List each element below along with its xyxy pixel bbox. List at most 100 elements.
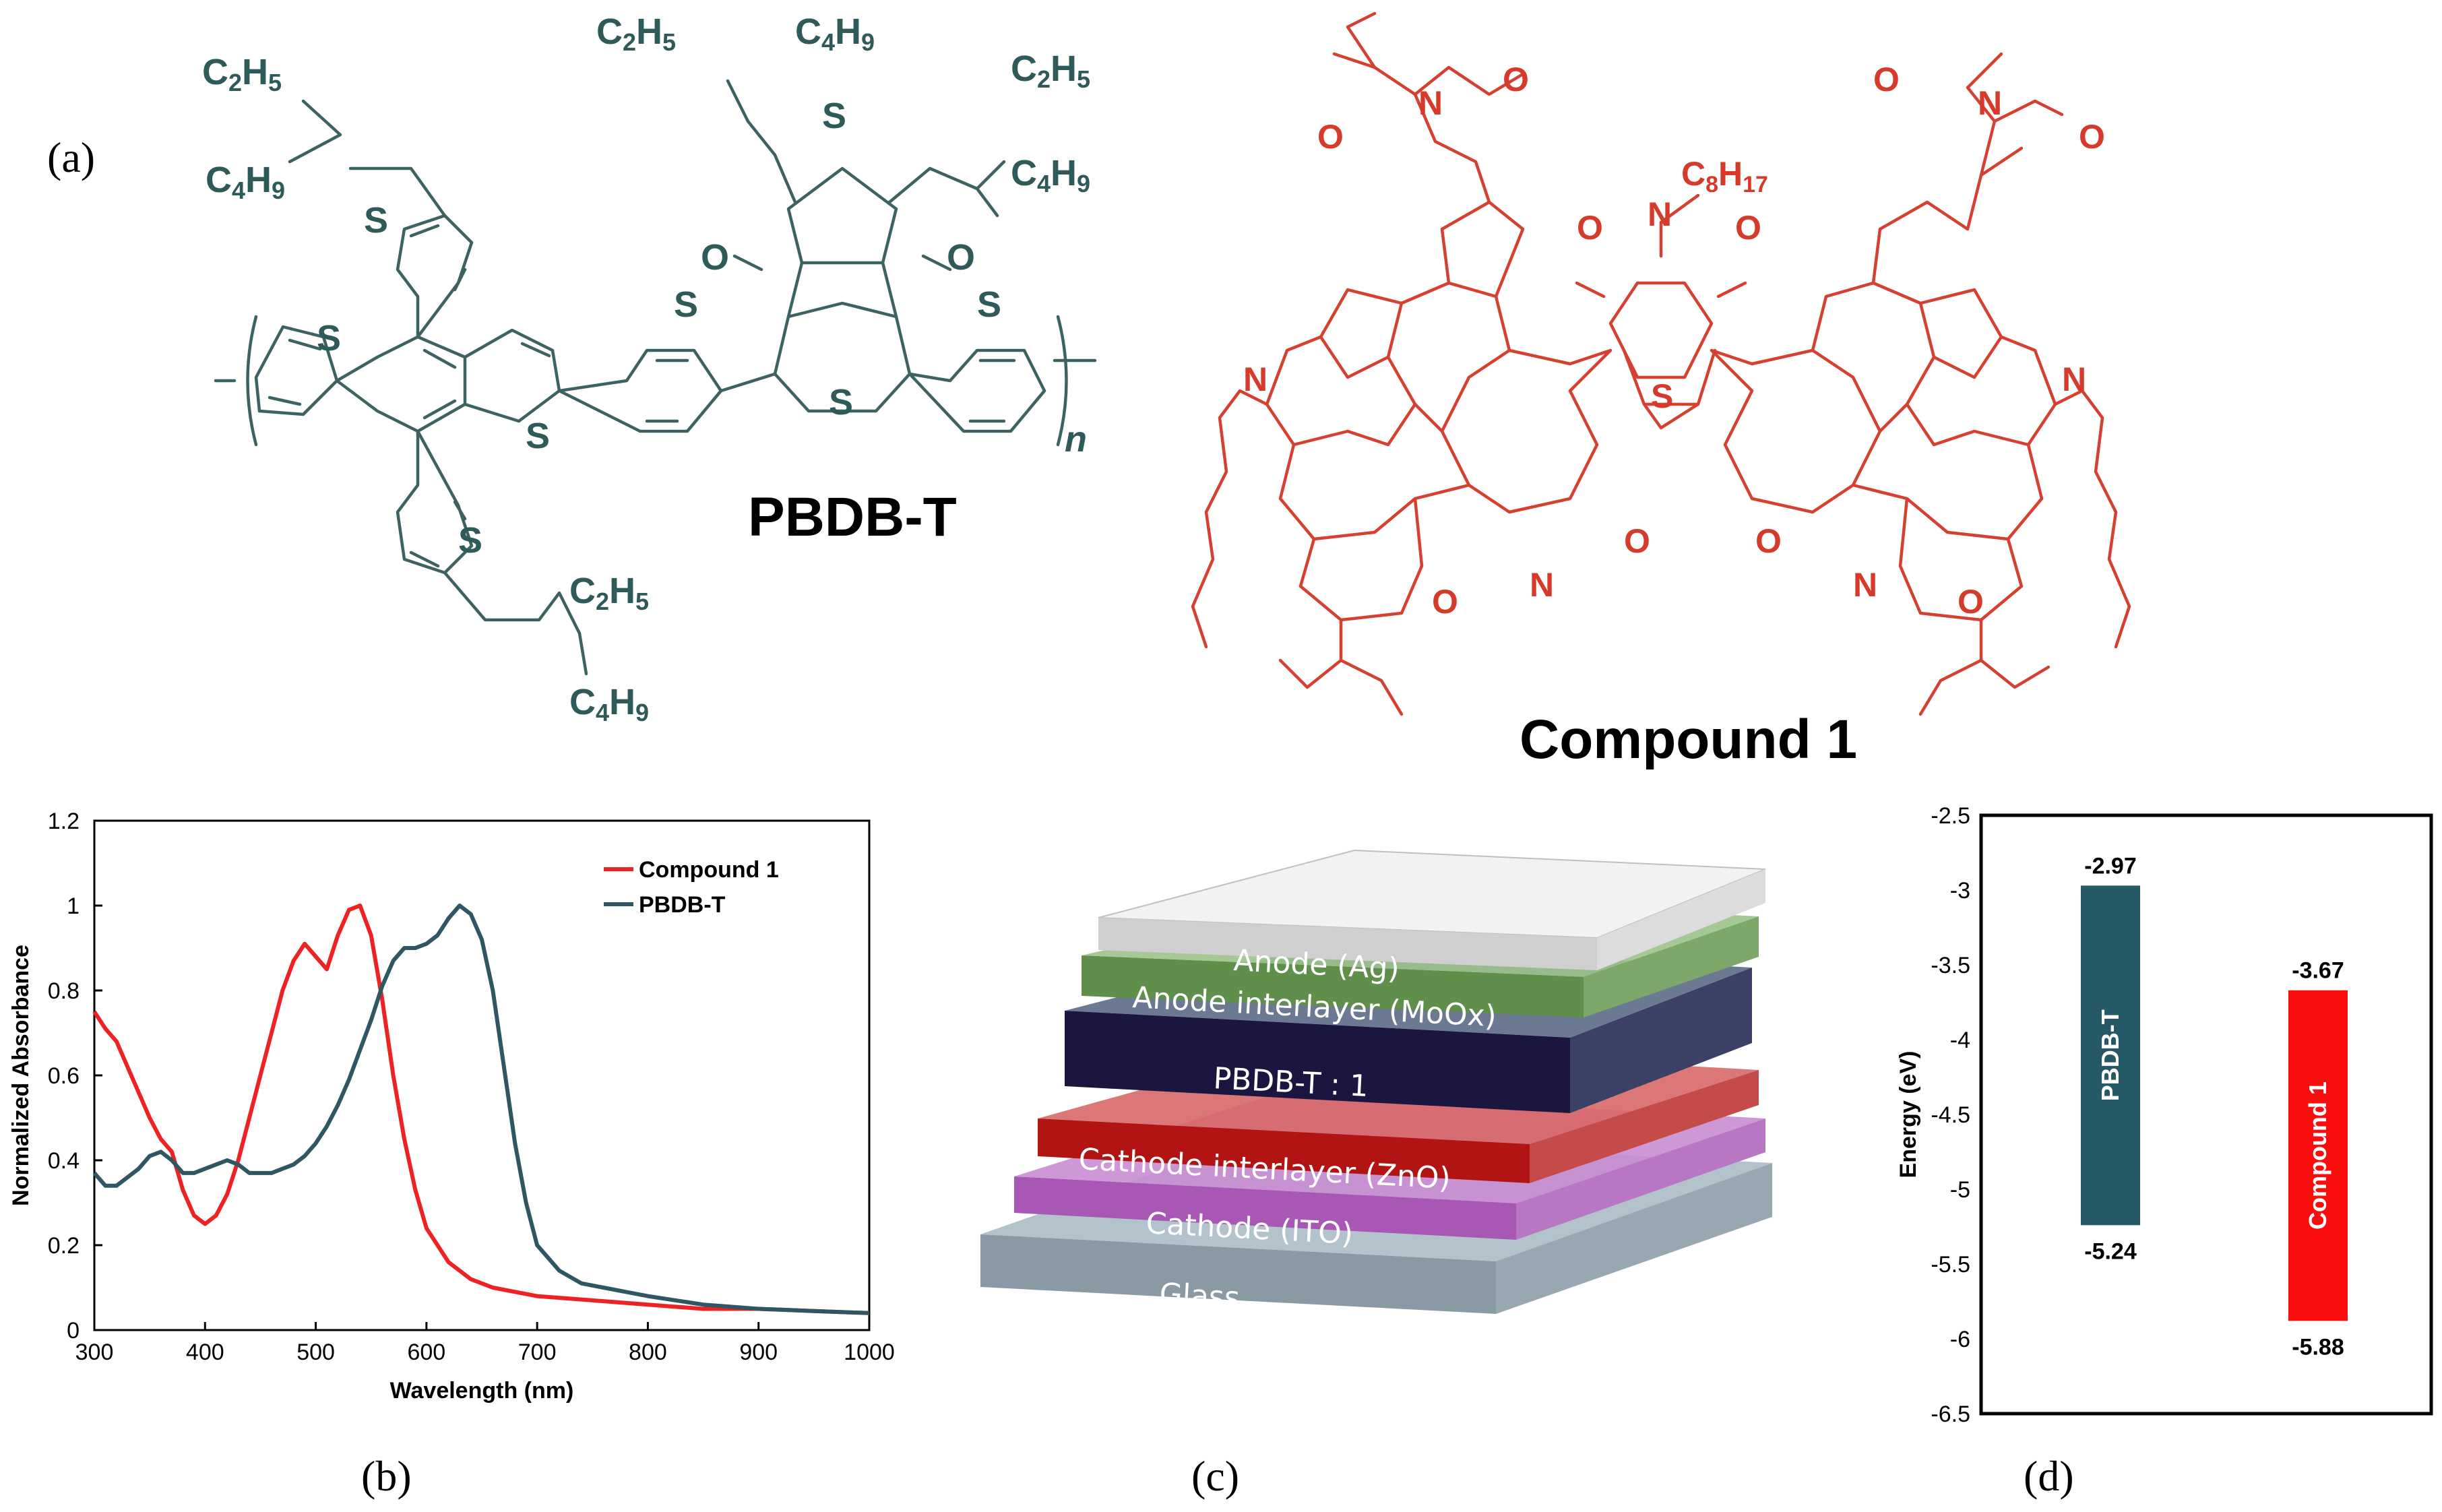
absorbance-y-tick-label: 0.8: [48, 978, 80, 1004]
energy-bar-top-label: -3.67: [2292, 958, 2344, 984]
compound-1-name: Compound 1: [1520, 709, 1857, 770]
absorbance-x-tick-label: 800: [629, 1340, 667, 1365]
absorbance-y-tick-label: 0.4: [48, 1148, 80, 1174]
compound-c8h17: C8H17: [1681, 155, 1768, 197]
energy-y-tick-label: -4: [1950, 1028, 1970, 1053]
panel-label-d: (d): [2024, 1452, 2074, 1500]
svg-text:S: S: [526, 416, 550, 456]
pbdb-c4h9-4: C4H9: [569, 682, 649, 726]
panel-label-c: (c): [1191, 1452, 1239, 1500]
absorbance-y-tick-label: 0: [67, 1318, 80, 1344]
absorbance-series-line: [92, 904, 870, 1315]
svg-text:S: S: [822, 96, 846, 136]
pbdb-t-name: PBDB-T: [748, 486, 957, 548]
layer-label-glass: Glass: [1158, 1277, 1241, 1315]
svg-text:O: O: [1432, 583, 1458, 621]
svg-text:O: O: [701, 237, 729, 278]
svg-text:S: S: [829, 382, 853, 422]
absorbance-plot-frame: [93, 819, 871, 1331]
absorbance-x-tick-label: 300: [75, 1340, 114, 1365]
svg-text:O: O: [1317, 118, 1344, 156]
ito-side: [1516, 1119, 1765, 1240]
svg-text:S: S: [317, 318, 341, 358]
svg-text:N: N: [1853, 566, 1877, 604]
energy-y-tick-label: -5: [1950, 1177, 1970, 1203]
absorbance-y-tick-label: 0.2: [48, 1233, 80, 1259]
absorbance-y-label: Normalized Absorbance: [8, 945, 34, 1206]
absorbance-x-tick-label: 600: [407, 1340, 445, 1365]
energy-y-tick-label: -2.5: [1931, 803, 1970, 829]
absorbance-x-tick-label: 400: [186, 1340, 224, 1365]
svg-text:S: S: [364, 200, 388, 241]
energy-bar-bottom-label: -5.24: [2084, 1238, 2137, 1264]
ito-front: [1014, 1176, 1516, 1240]
zno-side: [1530, 1070, 1759, 1183]
svg-text:O: O: [2079, 118, 2105, 156]
moox-side: [1584, 916, 1759, 1017]
absorbance-x-tick-label: 700: [518, 1340, 557, 1365]
panel-label-a: (a): [47, 133, 95, 181]
absorbance-legend: Compound 1 PBDB-T: [604, 857, 779, 918]
svg-text:S: S: [458, 520, 482, 561]
energy-bar-bottom-label: -5.88: [2292, 1334, 2344, 1360]
energy-bars: -2.97 -5.24 PBDB-T -3.67 -5.88 Compound 1: [2081, 853, 2348, 1360]
pbdb-c4h9-2: C4H9: [795, 11, 875, 56]
legend-label-pbdb-t: PBDB-T: [639, 892, 726, 918]
legend-label-compound-1: Compound 1: [639, 857, 779, 883]
svg-text:O: O: [1755, 522, 1782, 560]
energy-bar: [2288, 990, 2348, 1321]
absorbance-x-tick-label: 500: [296, 1340, 335, 1365]
energy-y-tick-label: -3.5: [1931, 953, 1970, 978]
svg-text:O: O: [1624, 522, 1650, 560]
energy-plot-frame: [1979, 813, 2433, 1416]
absorbance-series: [92, 904, 870, 1315]
svg-text:O: O: [947, 237, 975, 278]
svg-text:N: N: [1418, 84, 1443, 122]
energy-y-tick-label: -6: [1950, 1327, 1970, 1352]
absorbance-x-tick-label: 900: [739, 1340, 778, 1365]
ag-front: [1098, 918, 1597, 970]
absorbance-y-tick-label: 1: [67, 893, 80, 919]
svg-text:N: N: [1530, 566, 1554, 604]
svg-text:O: O: [1958, 583, 1984, 621]
device-stack: Glass Cathode (ITO) Cathode interlayer (…: [980, 849, 1772, 1315]
svg-text:O: O: [1577, 209, 1603, 247]
active-side: [1570, 968, 1752, 1113]
compound-1-structure: N O O N N O O N O O S N O O N N O O C8H1…: [1191, 11, 2131, 770]
energy-bar-name: Compound 1: [2304, 1081, 2331, 1230]
absorbance-y-ticks: 00.20.40.60.811.2: [48, 809, 102, 1344]
pbdb-c2h5-1: C2H5: [202, 52, 282, 96]
absorbance-x-ticks: 300 400 500 600 700 800 900 1000: [75, 1322, 895, 1365]
energy-bar-name: PBDB-T: [2096, 1009, 2124, 1101]
svg-text:S: S: [977, 284, 1001, 325]
pbdb-t-structure: S S S S S S S S O O C2H5 C4H9 C2H5 C4H9 …: [202, 11, 1097, 726]
svg-text:N: N: [1648, 195, 1672, 233]
energy-y-tick-label: -5.5: [1931, 1252, 1970, 1278]
absorbance-y-tick-label: 1.2: [48, 809, 80, 834]
layer-label-active: PBDB-T : 1: [1212, 1061, 1369, 1104]
svg-text:S: S: [1651, 377, 1673, 415]
energy-y-tick-label: -4.5: [1931, 1102, 1970, 1128]
pbdb-c4h9-3: C4H9: [1011, 153, 1090, 197]
active-front: [1065, 1011, 1570, 1113]
zno-front: [1038, 1119, 1530, 1183]
svg-text:N: N: [1243, 360, 1267, 398]
energy-y-ticks: -2.5-3-3.5-4-4.5-5-5.5-6-6.5: [1931, 803, 1970, 1427]
energy-bar-top-label: -2.97: [2084, 853, 2137, 879]
absorbance-x-tick-label: 1000: [844, 1340, 895, 1365]
panel-label-b: (b): [361, 1452, 412, 1500]
svg-text:O: O: [1735, 209, 1761, 247]
energy-bar: [2081, 885, 2140, 1226]
glass-front: [980, 1234, 1496, 1314]
absorbance-series-line: [92, 904, 870, 1315]
svg-text:N: N: [1978, 84, 2002, 122]
energy-y-label: Energy (eV): [1896, 1051, 1921, 1178]
svg-text:O: O: [1873, 61, 1900, 98]
svg-text:N: N: [2062, 360, 2086, 398]
pbdb-right-bracket: [1053, 315, 1097, 447]
svg-text:O: O: [1503, 61, 1529, 98]
energy-y-tick-label: -3: [1950, 878, 1970, 904]
energy-level-chart: -2.5-3-3.5-4-4.5-5-5.5-6-6.5 -2.97-5.24P…: [1896, 803, 2433, 1427]
moox-front: [1082, 955, 1584, 1017]
